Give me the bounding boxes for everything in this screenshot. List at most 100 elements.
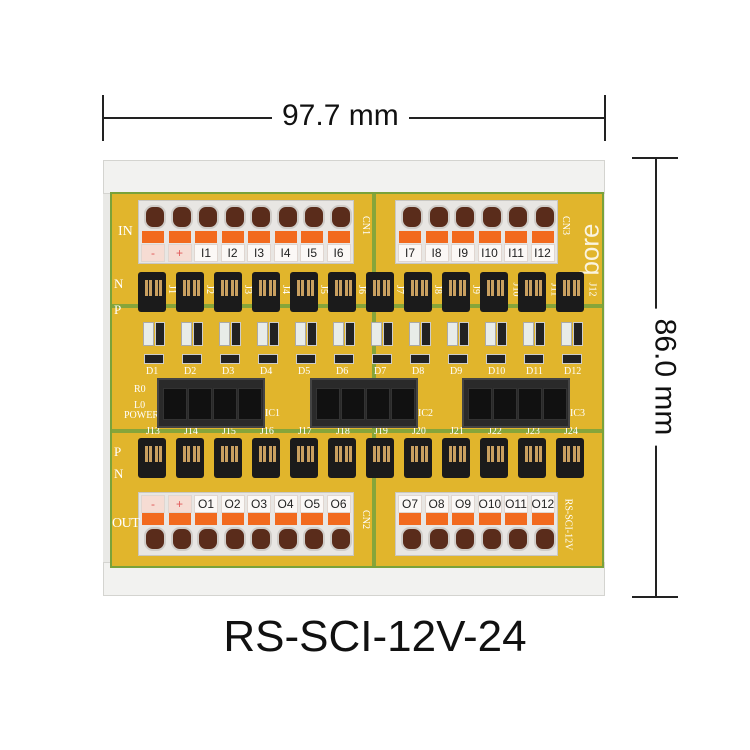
terminal[interactable]: I8 [424,201,450,263]
terminal[interactable]: + [167,493,193,555]
release-lever[interactable] [248,513,270,525]
terminal[interactable]: O11 [504,493,529,555]
release-lever[interactable] [399,513,421,525]
release-lever[interactable] [452,513,474,525]
jumper-j20[interactable] [404,438,432,478]
terminal[interactable]: O1 [194,493,219,555]
release-lever[interactable] [142,231,164,243]
jumper-j14[interactable] [176,438,204,478]
release-lever[interactable] [425,513,448,525]
jumper-j1[interactable] [138,272,166,312]
terminal[interactable]: I9 [451,201,476,263]
terminal[interactable]: - [141,201,166,263]
wire-entry-hole[interactable] [454,527,476,551]
release-lever[interactable] [195,513,217,525]
jumper-j9[interactable] [442,272,470,312]
wire-entry-hole[interactable] [454,205,476,229]
wire-entry-hole[interactable] [170,205,193,229]
jumper-j12[interactable] [556,272,584,312]
terminal[interactable]: O6 [326,493,352,555]
wire-entry-hole[interactable] [533,205,556,229]
wire-entry-hole[interactable] [250,527,272,551]
wire-entry-hole[interactable] [250,205,272,229]
jumper-j22[interactable] [480,438,508,478]
release-lever[interactable] [274,231,297,243]
wire-entry-hole[interactable] [197,527,219,551]
terminal[interactable]: - [141,493,166,555]
wire-entry-hole[interactable] [507,527,529,551]
terminal[interactable]: I2 [220,201,246,263]
terminal[interactable]: O3 [247,493,272,555]
release-lever[interactable] [327,513,350,525]
terminal[interactable]: I11 [504,201,529,263]
release-lever[interactable] [168,231,191,243]
wire-entry-hole[interactable] [303,205,325,229]
release-lever[interactable] [478,231,501,243]
terminal[interactable]: I1 [194,201,219,263]
jumper-j10[interactable] [480,272,508,312]
jumper-j21[interactable] [442,438,470,478]
release-lever[interactable] [399,231,421,243]
terminal[interactable]: I7 [398,201,423,263]
terminal[interactable]: O5 [300,493,325,555]
wire-entry-hole[interactable] [329,527,352,551]
terminal[interactable]: O10 [477,493,503,555]
jumper-j6[interactable] [328,272,356,312]
wire-entry-hole[interactable] [533,527,556,551]
jumper-j8[interactable] [404,272,432,312]
release-lever[interactable] [274,513,297,525]
wire-entry-hole[interactable] [427,205,450,229]
jumper-j24[interactable] [556,438,584,478]
release-lever[interactable] [531,231,554,243]
jumper-j18[interactable] [328,438,356,478]
jumper-j17[interactable] [290,438,318,478]
jumper-j23[interactable] [518,438,546,478]
release-lever[interactable] [327,231,350,243]
terminal[interactable]: O4 [273,493,299,555]
release-lever[interactable] [531,513,554,525]
release-lever[interactable] [505,231,527,243]
jumper-j13[interactable] [138,438,166,478]
wire-entry-hole[interactable] [427,527,450,551]
jumper-j15[interactable] [214,438,242,478]
release-lever[interactable] [221,513,244,525]
release-lever[interactable] [142,513,164,525]
terminal[interactable]: O2 [220,493,246,555]
jumper-j11[interactable] [518,272,546,312]
terminal[interactable]: I10 [477,201,503,263]
wire-entry-hole[interactable] [480,527,503,551]
jumper-j3[interactable] [214,272,242,312]
terminal[interactable]: I3 [247,201,272,263]
release-lever[interactable] [478,513,501,525]
release-lever[interactable] [301,231,323,243]
release-lever[interactable] [248,231,270,243]
wire-entry-hole[interactable] [401,205,423,229]
terminal[interactable]: I5 [300,201,325,263]
release-lever[interactable] [168,513,191,525]
release-lever[interactable] [195,231,217,243]
release-lever[interactable] [505,513,527,525]
wire-entry-hole[interactable] [276,527,299,551]
wire-entry-hole[interactable] [276,205,299,229]
release-lever[interactable] [301,513,323,525]
terminal[interactable]: I4 [273,201,299,263]
wire-entry-hole[interactable] [507,205,529,229]
jumper-j4[interactable] [252,272,280,312]
release-lever[interactable] [452,231,474,243]
jumper-j19[interactable] [366,438,394,478]
wire-entry-hole[interactable] [144,527,166,551]
terminal[interactable]: O8 [424,493,450,555]
jumper-j7[interactable] [366,272,394,312]
wire-entry-hole[interactable] [144,205,166,229]
wire-entry-hole[interactable] [329,205,352,229]
terminal[interactable]: I12 [530,201,556,263]
terminal[interactable]: I6 [326,201,352,263]
jumper-j16[interactable] [252,438,280,478]
wire-entry-hole[interactable] [480,205,503,229]
wire-entry-hole[interactable] [170,527,193,551]
jumper-j5[interactable] [290,272,318,312]
wire-entry-hole[interactable] [197,205,219,229]
release-lever[interactable] [221,231,244,243]
jumper-j2[interactable] [176,272,204,312]
wire-entry-hole[interactable] [401,527,423,551]
